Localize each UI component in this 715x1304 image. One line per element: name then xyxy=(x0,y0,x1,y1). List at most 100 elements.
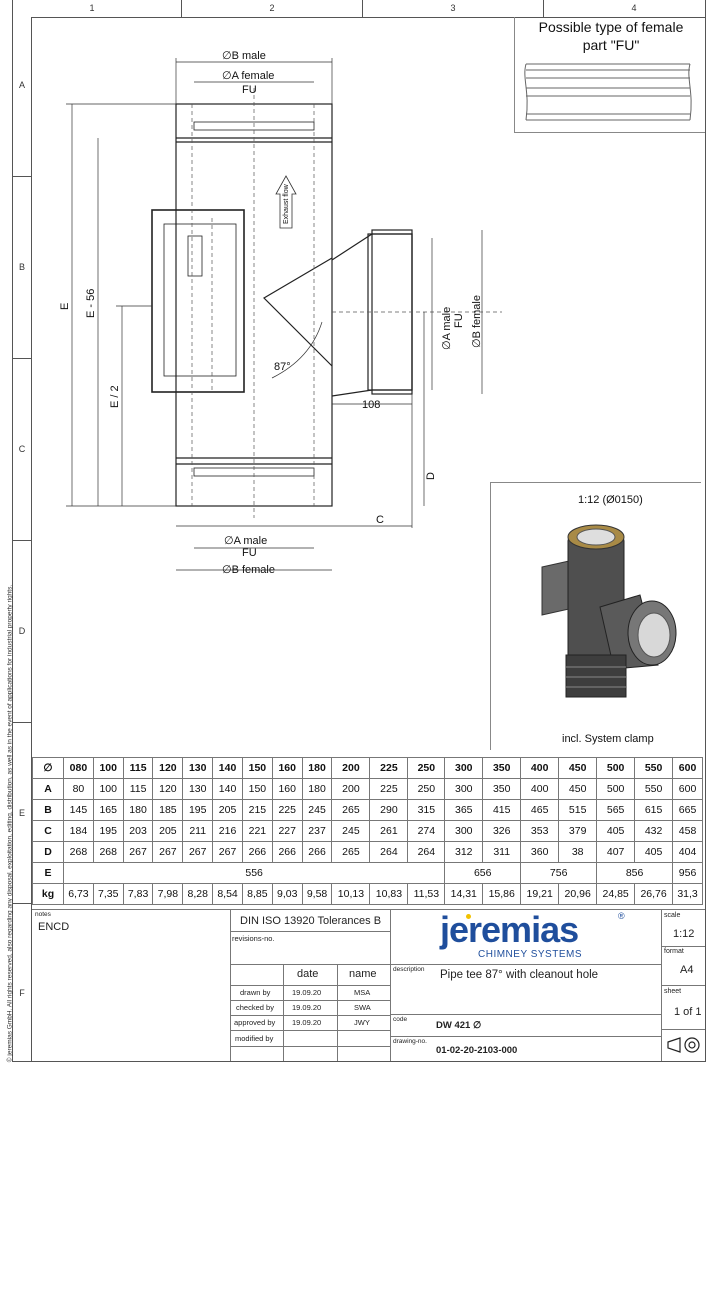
table-cell: 215 xyxy=(241,799,273,821)
table-header-cell: 500 xyxy=(596,757,636,779)
table-header-cell: 160 xyxy=(271,757,303,779)
table-cell: 7,83 xyxy=(122,883,154,905)
grid-row-f: F xyxy=(19,988,25,998)
table-cell: 24,85 xyxy=(596,883,636,905)
table-cell: 8,54 xyxy=(212,883,243,905)
description-value: Pipe tee 87° with cleanout hole xyxy=(440,969,599,981)
table-cell: 185 xyxy=(152,799,184,821)
grid-col-4: 4 xyxy=(631,3,637,13)
grid-row-e: E xyxy=(18,808,25,818)
table-row-label: A xyxy=(32,778,64,800)
table-cell: 31,3 xyxy=(672,883,703,905)
b-male-label: ∅B male xyxy=(222,50,266,62)
table-cell: 400 xyxy=(520,778,560,800)
table-cell: 180 xyxy=(122,799,154,821)
table-cell: 556 xyxy=(62,862,446,884)
approved-by-label: approved by xyxy=(234,1018,276,1027)
table-cell: 267 xyxy=(152,841,184,863)
table-cell: 10,13 xyxy=(331,883,371,905)
a-male-side-label: ∅A male xyxy=(441,307,453,350)
approved-by-date: 19.09.20 xyxy=(292,1018,322,1027)
table-cell: 120 xyxy=(152,778,184,800)
modified-by-label: modified by xyxy=(235,1034,274,1043)
inset-title-line1: Possible type of female xyxy=(538,19,684,35)
table-cell: 237 xyxy=(301,820,333,842)
table-cell: 432 xyxy=(634,820,674,842)
table-cell: 266 xyxy=(241,841,273,863)
table-header-cell: 300 xyxy=(444,757,484,779)
e-label: E xyxy=(59,303,71,310)
d-label: D xyxy=(425,472,437,480)
table-cell: 360 xyxy=(520,841,560,863)
drawn-by-name: MSA xyxy=(354,988,371,997)
table-cell: 458 xyxy=(672,820,703,842)
fu-side-label: FU xyxy=(453,313,465,328)
table-cell: 8,85 xyxy=(241,883,273,905)
dimension-table: ∅ 080 100 115 120 130 140 150 160 180 20… xyxy=(32,757,703,905)
table-cell: 160 xyxy=(271,778,303,800)
table-cell: 180 xyxy=(301,778,333,800)
table-cell: 19,21 xyxy=(520,883,560,905)
brand-subtitle: CHIMNEY SYSTEMS xyxy=(478,949,582,960)
sheet-label: sheet xyxy=(664,988,682,995)
table-cell: 756 xyxy=(520,862,598,884)
table-cell: 268 xyxy=(63,841,94,863)
table-header-cell: 115 xyxy=(122,757,154,779)
table-row-label: kg xyxy=(32,883,64,905)
table-cell: 7,98 xyxy=(152,883,184,905)
a-male-bottom-label: ∅A male xyxy=(224,535,267,547)
checked-by-date: 19.09.20 xyxy=(292,1003,322,1012)
checked-by-name: SWA xyxy=(354,1003,371,1012)
name-header: name xyxy=(349,968,377,980)
table-cell: 365 xyxy=(444,799,484,821)
table-cell: 261 xyxy=(369,820,409,842)
table-cell: 211 xyxy=(182,820,214,842)
table-cell: 300 xyxy=(444,778,484,800)
table-cell: 140 xyxy=(212,778,243,800)
table-cell: 405 xyxy=(596,820,636,842)
table-cell: 225 xyxy=(369,778,409,800)
table-cell: 300 xyxy=(444,820,484,842)
table-cell: 14,31 xyxy=(444,883,484,905)
table-cell: 326 xyxy=(482,820,522,842)
table-header-cell: 200 xyxy=(331,757,371,779)
table-cell: 225 xyxy=(271,799,303,821)
dim-108-label: 108 xyxy=(362,399,380,411)
code-value: DW 421 ∅ xyxy=(436,1020,482,1031)
table-cell: 264 xyxy=(369,841,409,863)
table-cell: 38 xyxy=(558,841,598,863)
table-cell: 195 xyxy=(92,820,124,842)
format-label: format xyxy=(664,948,684,955)
e2-label: E / 2 xyxy=(109,385,121,408)
drawing-no-value: 01-02-20-2103-000 xyxy=(436,1045,518,1056)
table-cell: 26,76 xyxy=(634,883,674,905)
table-cell: 274 xyxy=(407,820,446,842)
render-inset xyxy=(490,482,701,750)
table-cell: 407 xyxy=(596,841,636,863)
copyright-notice: © jeremias GmbH. All rights reserved, al… xyxy=(6,584,14,1063)
table-cell: 415 xyxy=(482,799,522,821)
table-cell: 245 xyxy=(331,820,371,842)
format-value: A4 xyxy=(680,964,694,976)
table-cell: 7,35 xyxy=(92,883,124,905)
table-cell: 379 xyxy=(558,820,598,842)
table-corner: ∅ xyxy=(32,757,64,779)
grid-row-d: D xyxy=(18,626,26,636)
table-cell: 565 xyxy=(596,799,636,821)
table-cell: 9,03 xyxy=(271,883,303,905)
table-header-cell: 100 xyxy=(92,757,124,779)
pipe-tee-drawing: Exhaust flow ∅B male ∅A female FU E E - … xyxy=(59,50,502,576)
description-label: description xyxy=(393,966,425,973)
a-female-label: ∅A female xyxy=(222,70,274,82)
table-cell: 10,83 xyxy=(369,883,409,905)
registered-mark: ® xyxy=(618,911,625,921)
table-cell: 404 xyxy=(672,841,703,863)
table-cell: 250 xyxy=(407,778,446,800)
approved-by-name: JWY xyxy=(354,1018,370,1027)
c-label: C xyxy=(376,514,384,526)
table-cell: 615 xyxy=(634,799,674,821)
table-cell: 115 xyxy=(122,778,154,800)
render-clamp-label: incl. System clamp xyxy=(562,733,654,745)
table-cell: 290 xyxy=(369,799,409,821)
